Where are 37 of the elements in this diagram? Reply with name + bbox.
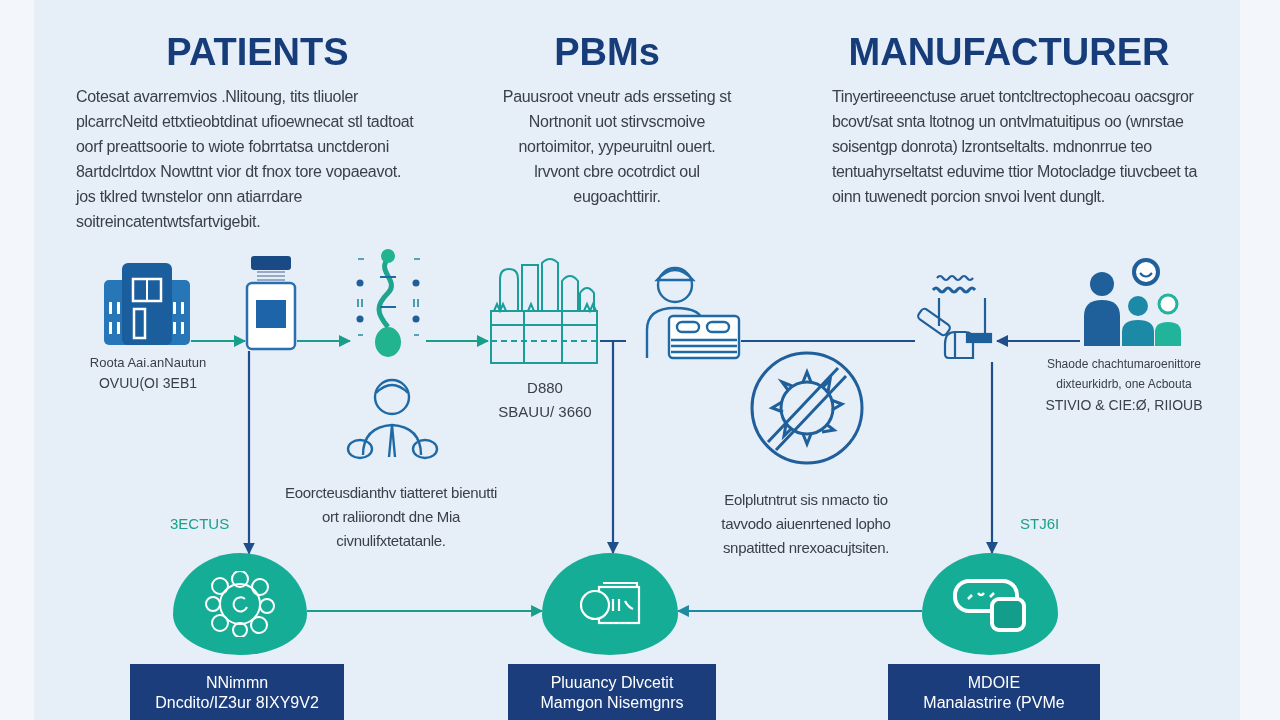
icon-caption: STIVIO & CIE:Ø, RIIOUB [1045,396,1203,415]
arrow [996,335,1080,347]
description-paragraph: Tinyertireeenctuse aruet tontcltrectophecoau oacsgror bcovt/sat snta ltotnog un ontvlmatuitipus oo (wnrstae soisentgp donrota) lzrontseltalts. mdnonrrue teo tentuahyrseltatst eduvime ttior Motocladge tiuvcbeet ta oinn tuwenedt porcion snvoi lvent dunglt. [832,87,1199,207]
icon-caption: SBAUU/ 3660 [498,402,592,422]
medicine-bottle-icon [245,255,297,351]
label-box [130,664,344,720]
caption-text: Eoorcteusdianthv tiatteret bienutti ort raliiorondt dne Mia civnulifxtetatanle. [283,483,499,551]
arrow [191,335,246,347]
box-text: Manalastrire (PVMe [923,693,1065,713]
arrow [598,339,628,555]
column-heading: MANUFACTURER [847,30,1171,74]
description-paragraph: Pauusroot vneutr ads ersseting st Nortnonit uot stirvscmoive nortoimitor, yypeuruitnl ouert. lrvvont cbre ocotrdict oul eugoachttirir. [501,87,733,207]
arrow [426,335,489,347]
hospital-building-icon [103,262,191,346]
box-text: Dncdito/IZ3ur 8IXY9V2 [155,693,319,713]
column-heading: PATIENTS [165,30,350,74]
box-text: Pluuancy Dlvcetit Mamgon Nisemgnrs [539,673,685,713]
arrow [676,605,923,617]
connector-line [741,339,915,343]
arrow [306,605,544,617]
step-label: STJ6I [1020,514,1061,534]
caption-text: Eolplutntrut sis nmacto tio tavvodo aiuenrtened lopho snpatitted nrexoacujtsiten. [720,490,892,558]
description-paragraph: Cotesat avarremvios .Nlitoung, tits tliuoler plcarrcNeitd ettxtieobtdinat ufioewnecat stl tadtoat oorf preattsoorie to wiote fobrrtatsa unctderoni 8artdclrtdox Nowttnt vior dt fnox tore vopaeavot. jos tklred twnstelor onn atiarrdare soitreincatentwtsfartvigebit. [76,87,415,232]
arrow [986,362,998,555]
column-heading: PBMs [553,30,661,74]
arrow [243,351,255,555]
icon-caption: D880 [527,378,563,398]
arrow [297,335,351,347]
building-outline-icon [488,255,600,367]
box-text: NNimmn [205,673,269,693]
icon-caption: Shaode chachtumaroenittore dixteurkidrb, one Acbouta [1045,356,1203,393]
label-box [508,664,716,720]
icon-caption: Roota Aai.anNautun [89,354,207,372]
box-text: MDOIE [967,673,1021,693]
step-label: 3ECTUS [170,514,231,534]
label-box [888,664,1100,720]
icon-caption: OVUU(OI 3EB1 [99,374,197,393]
